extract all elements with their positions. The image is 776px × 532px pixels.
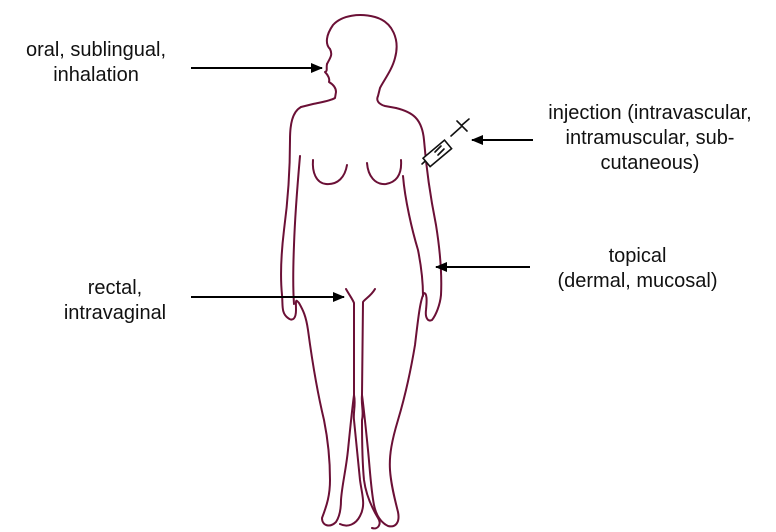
groin-left — [346, 289, 354, 395]
arrows — [191, 68, 533, 297]
label-line: inhalation — [6, 63, 186, 88]
head-outline — [327, 15, 397, 108]
chest-right — [367, 160, 401, 184]
human-body-outline — [281, 15, 441, 528]
inner-arm-left — [293, 156, 300, 304]
syringe-icon — [422, 119, 469, 167]
face-profile — [301, 64, 336, 107]
label-line: (dermal, mucosal) — [535, 269, 740, 294]
label-line: intravaginal — [50, 301, 180, 326]
label-rectal-intravaginal: rectal, intravaginal — [50, 276, 180, 326]
label-line: oral, sublingual, — [6, 38, 186, 63]
label-line: injection (intravascular, — [525, 101, 775, 126]
label-oral-sublingual-inhalation: oral, sublingual, inhalation — [6, 38, 186, 88]
inner-arm-right — [403, 176, 423, 296]
chest-left — [313, 160, 347, 184]
groin-right — [362, 289, 375, 395]
body-outline-right — [362, 108, 441, 526]
label-topical: topical (dermal, mucosal) — [535, 244, 740, 294]
body-outline-left — [281, 107, 354, 525]
label-line: intramuscular, sub- — [525, 126, 775, 151]
label-line: topical — [535, 244, 740, 269]
label-line: cutaneous) — [525, 151, 775, 176]
label-injection: injection (intravascular, intramuscular,… — [525, 101, 775, 176]
label-line: rectal, — [50, 276, 180, 301]
